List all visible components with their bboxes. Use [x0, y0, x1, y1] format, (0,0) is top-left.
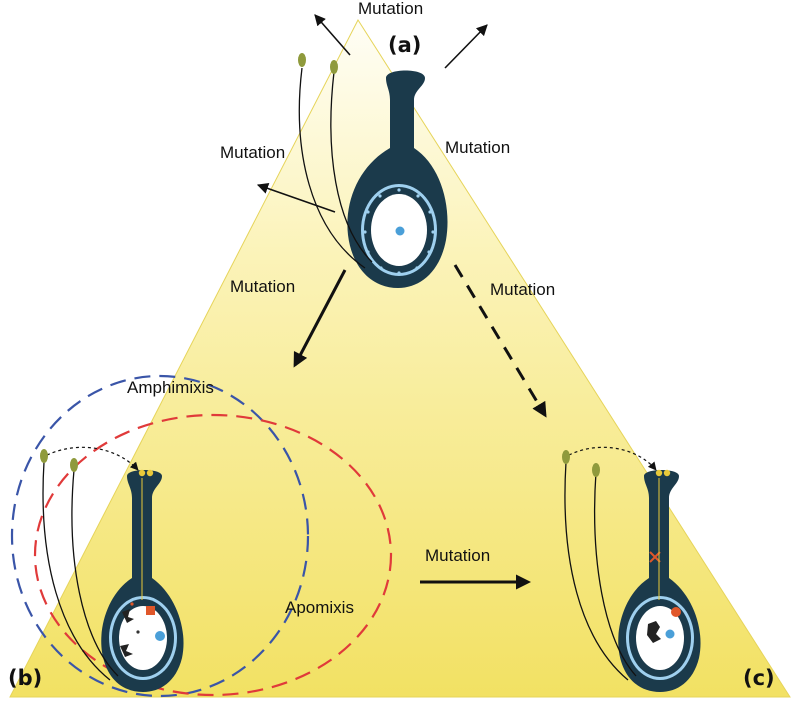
- mutation-label-center-right: Mutation: [490, 280, 555, 299]
- amphimixis-circle: [10, 374, 310, 698]
- mutation-label-left: Mutation: [220, 143, 285, 162]
- pollen-grain-icon: [330, 60, 338, 74]
- corner-label-a: (a): [388, 33, 421, 57]
- mutation-arrow-up-left: [314, 14, 351, 56]
- mutation-arrow-left: [256, 183, 336, 213]
- ovule-a: [347, 70, 448, 288]
- pollen-grain-icon: [592, 463, 600, 477]
- mutation-arrow-to-c: [453, 264, 547, 418]
- mutation-label-top: Mutation: [358, 0, 423, 18]
- apomixis-label: Apomixis: [285, 598, 354, 617]
- nucleus-b: [155, 631, 165, 641]
- pollen-tubes-b: [40, 446, 139, 681]
- mutation-label-right: Mutation: [445, 138, 510, 157]
- corner-label-b: (b): [8, 666, 42, 690]
- mutation-marker-b: [146, 606, 155, 615]
- mutation-arrow-up-right: [444, 24, 488, 69]
- pollen-tubes-a: [298, 53, 373, 269]
- mutation-label-center-left: Mutation: [230, 277, 295, 296]
- nucleus-c: [665, 629, 675, 639]
- ovule-b: [101, 469, 184, 692]
- ovule-c: [618, 469, 701, 692]
- mutation-marker-c: [671, 607, 681, 617]
- blocked-cross-icon: [649, 551, 661, 563]
- corner-label-c: (c): [743, 666, 775, 690]
- amphimixis-label: Amphimixis: [127, 378, 214, 397]
- pollen-grain-icon: [70, 458, 78, 472]
- mutation-label-bottom: Mutation: [425, 546, 490, 565]
- pollen-grain-icon: [562, 450, 570, 464]
- pollen-tubes-c: [562, 446, 657, 681]
- pollen-grain-icon: [298, 53, 306, 67]
- nucleus-a: [395, 226, 405, 236]
- pollen-grain-icon: [40, 449, 48, 463]
- apomixis-circle: [33, 413, 393, 697]
- mutation-arrow-to-b: [293, 269, 347, 368]
